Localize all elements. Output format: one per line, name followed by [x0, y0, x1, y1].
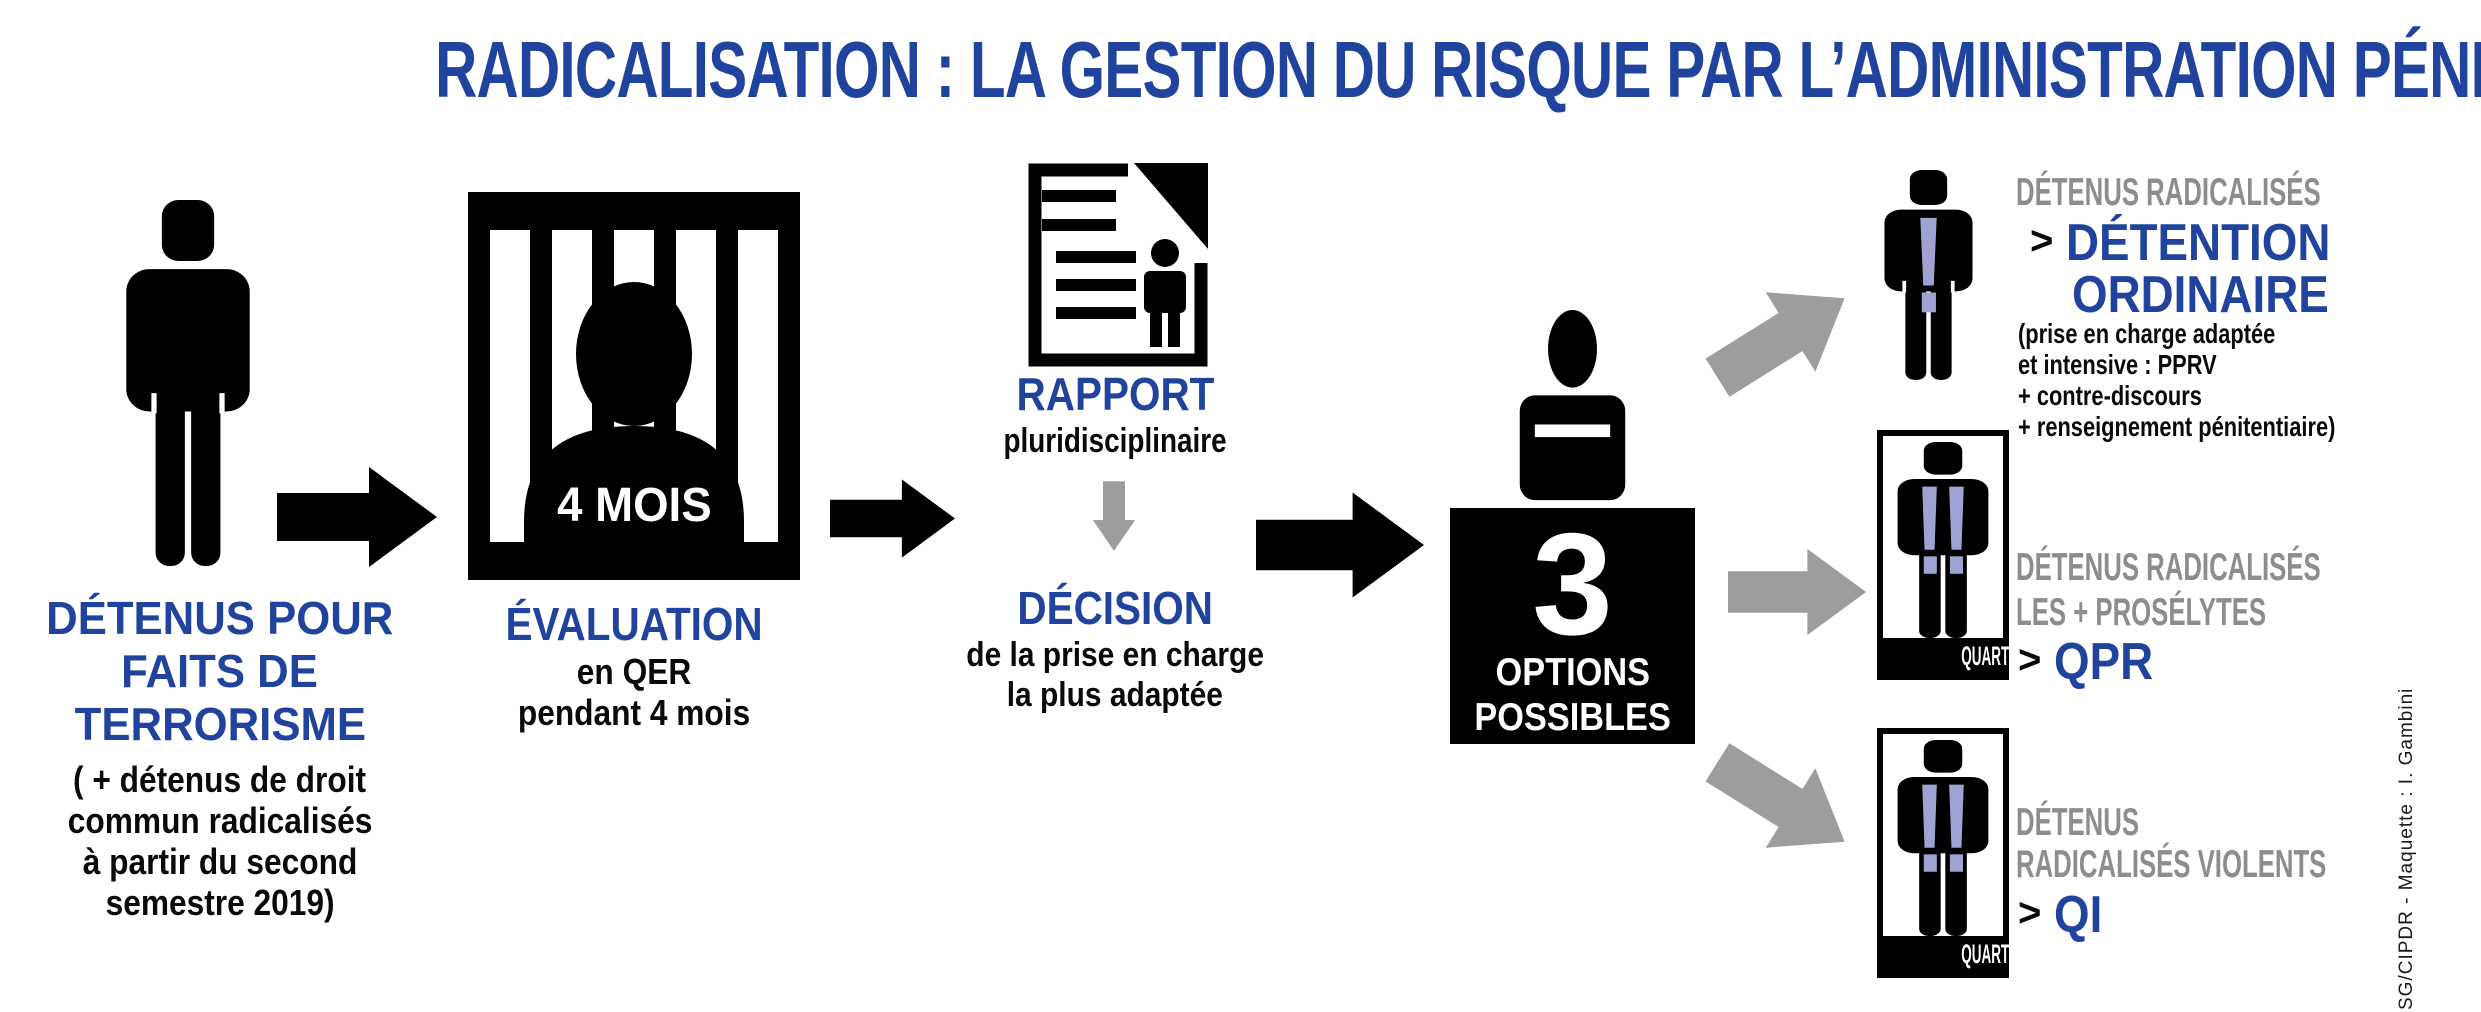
options-box: 3 OPTIONS POSSIBLES [1450, 508, 1695, 744]
detail-line: + renseignement pénitentiaire) [2018, 411, 2336, 442]
step1-note-line: à partir du second [82, 841, 358, 882]
outcome-name-line: ORDINAIRE [2072, 266, 2329, 324]
chevron: > [2030, 219, 2054, 263]
arrow-down-icon [1092, 481, 1136, 551]
quartiers-etanches-box: QUARTIERS ÉTANCHES [1877, 430, 2118, 680]
prison-cell-icon [468, 192, 800, 580]
step1-label: DÉTENUS POUR FAITS DE TERRORISME ( + dét… [10, 592, 430, 923]
chevron: > [2018, 891, 2042, 935]
step2-title: ÉVALUATION [505, 598, 763, 650]
step3-label: RAPPORT pluridisciplinaire [935, 368, 1295, 461]
arrow-right-icon [1256, 492, 1424, 598]
branch-arrow-right-icon [1728, 548, 1866, 636]
outcome-category: RADICALISÉS VIOLENTS [2016, 843, 2327, 886]
step1-title-line: TERRORISME [74, 698, 366, 750]
step1-note-line: ( + détenus de droit [73, 759, 367, 800]
step1-title-line: DÉTENUS POUR [46, 592, 394, 644]
detainee-person-icon [126, 200, 250, 566]
decision-title: DÉCISION [1017, 582, 1213, 634]
report-subtitle: pluridisciplinaire [1003, 422, 1227, 460]
quartiers-label-bar: QUARTIERS ÉTANCHES [1883, 638, 2118, 674]
detainee-alert-icon [1884, 170, 1973, 380]
report-title: RAPPORT [1016, 368, 1214, 420]
decision-sub-line: de la prise en charge [966, 636, 1264, 674]
step2-sub-line: pendant 4 mois [517, 692, 751, 733]
branch-arrow-up-icon [1705, 292, 1845, 397]
quartiers-label-bar: QUARTIERS ÉTANCHES [1883, 936, 2118, 972]
step2-sub-line: en QER [576, 651, 692, 692]
outcome-category: DÉTENUS [2016, 801, 2139, 844]
outcome-category: DÉTENUS RADICALISÉS [2016, 171, 2321, 214]
detail-line: (prise en charge adaptée [2018, 318, 2276, 349]
outcome-name-line: > DÉTENTION [2030, 214, 2331, 272]
step1-note-line: commun radicalisés [67, 800, 373, 841]
credit-text: SG/CIPDR - Maquette : I. Gambini [2396, 687, 2417, 1010]
step1-note-line: semestre 2019) [105, 882, 335, 923]
step2-label: ÉVALUATION en QER pendant 4 mois [466, 598, 802, 733]
detail-line: + contre-discours [2018, 380, 2202, 411]
options-label-line: OPTIONS [1495, 651, 1650, 694]
options-label-line: POSSIBLES [1474, 696, 1671, 739]
options-count: 3 [1532, 503, 1613, 665]
page-title: RADICALISATION : LA GESTION DU RISQUE PA… [435, 25, 2481, 114]
outcome-name-line: > QPR [2018, 633, 2153, 691]
step1-title-line: FAITS DE [121, 645, 319, 697]
outcome-details: (prise en charge adaptée et intensive : … [2018, 318, 2425, 442]
quartiers-etanches-box: QUARTIERS ÉTANCHES [1877, 728, 2118, 978]
outcome-category: LES + PROSÉLYTES [2016, 591, 2267, 634]
branch-arrow-down-icon [1705, 743, 1845, 848]
cell-duration-label: 4 MOIS [556, 479, 712, 532]
report-document-icon [1028, 163, 1208, 367]
outcome-name-line: > QI [2018, 886, 2103, 944]
chevron: > [2018, 638, 2042, 682]
arrow-right-icon [830, 479, 955, 558]
detainee-double-alert-icon [1897, 442, 1989, 638]
arrow-right-icon [277, 467, 437, 567]
decision-sub-line: la plus adaptée [1006, 676, 1224, 714]
quartiers-label: QUARTIERS ÉTANCHES [1961, 641, 2118, 671]
outcome-category: DÉTENUS RADICALISÉS [2016, 546, 2321, 589]
quartiers-label: QUARTIERS ÉTANCHES [1961, 939, 2118, 969]
step4-label: DÉCISION de la prise en charge la plus a… [935, 581, 1295, 715]
detail-line: et intensive : PPRV [2018, 349, 2217, 380]
official-person-icon [1519, 310, 1626, 501]
detainee-double-alert-icon [1897, 740, 1989, 936]
